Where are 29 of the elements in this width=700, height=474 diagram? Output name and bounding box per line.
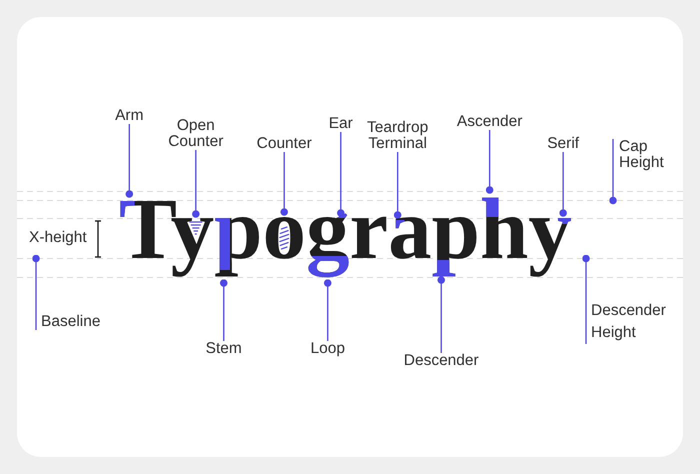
part-label: Ascender xyxy=(456,114,522,130)
part-label: Loop xyxy=(310,341,345,357)
part-label: Counter xyxy=(256,136,312,152)
dimension-label: X-height xyxy=(29,231,87,245)
part-label: Arm xyxy=(115,108,144,124)
guide-line xyxy=(16,258,684,259)
part-label: Serif xyxy=(547,136,580,152)
part-label: Teardrop Terminal xyxy=(367,120,428,152)
part-label: Cap Height xyxy=(619,139,664,171)
leader-line xyxy=(394,152,402,219)
leader-line xyxy=(126,124,134,198)
part-label: Ear xyxy=(328,116,353,132)
leader-line xyxy=(559,152,567,217)
leader-line xyxy=(337,132,345,217)
leader-line xyxy=(609,139,617,204)
part-label: Descender xyxy=(404,353,479,369)
leader-line xyxy=(582,254,590,344)
part-label: Descender Height xyxy=(591,300,666,344)
leader-line xyxy=(280,152,288,216)
leader-line xyxy=(192,150,200,218)
leader-line xyxy=(220,279,228,341)
leader-line xyxy=(486,130,494,194)
guide-line xyxy=(16,200,684,201)
leader-line xyxy=(324,279,332,341)
part-label: Open Counter xyxy=(168,118,224,150)
leader-line xyxy=(438,276,445,353)
part-label: Stem xyxy=(206,341,242,357)
leader-line xyxy=(32,254,40,330)
part-label: Baseline xyxy=(41,314,100,330)
